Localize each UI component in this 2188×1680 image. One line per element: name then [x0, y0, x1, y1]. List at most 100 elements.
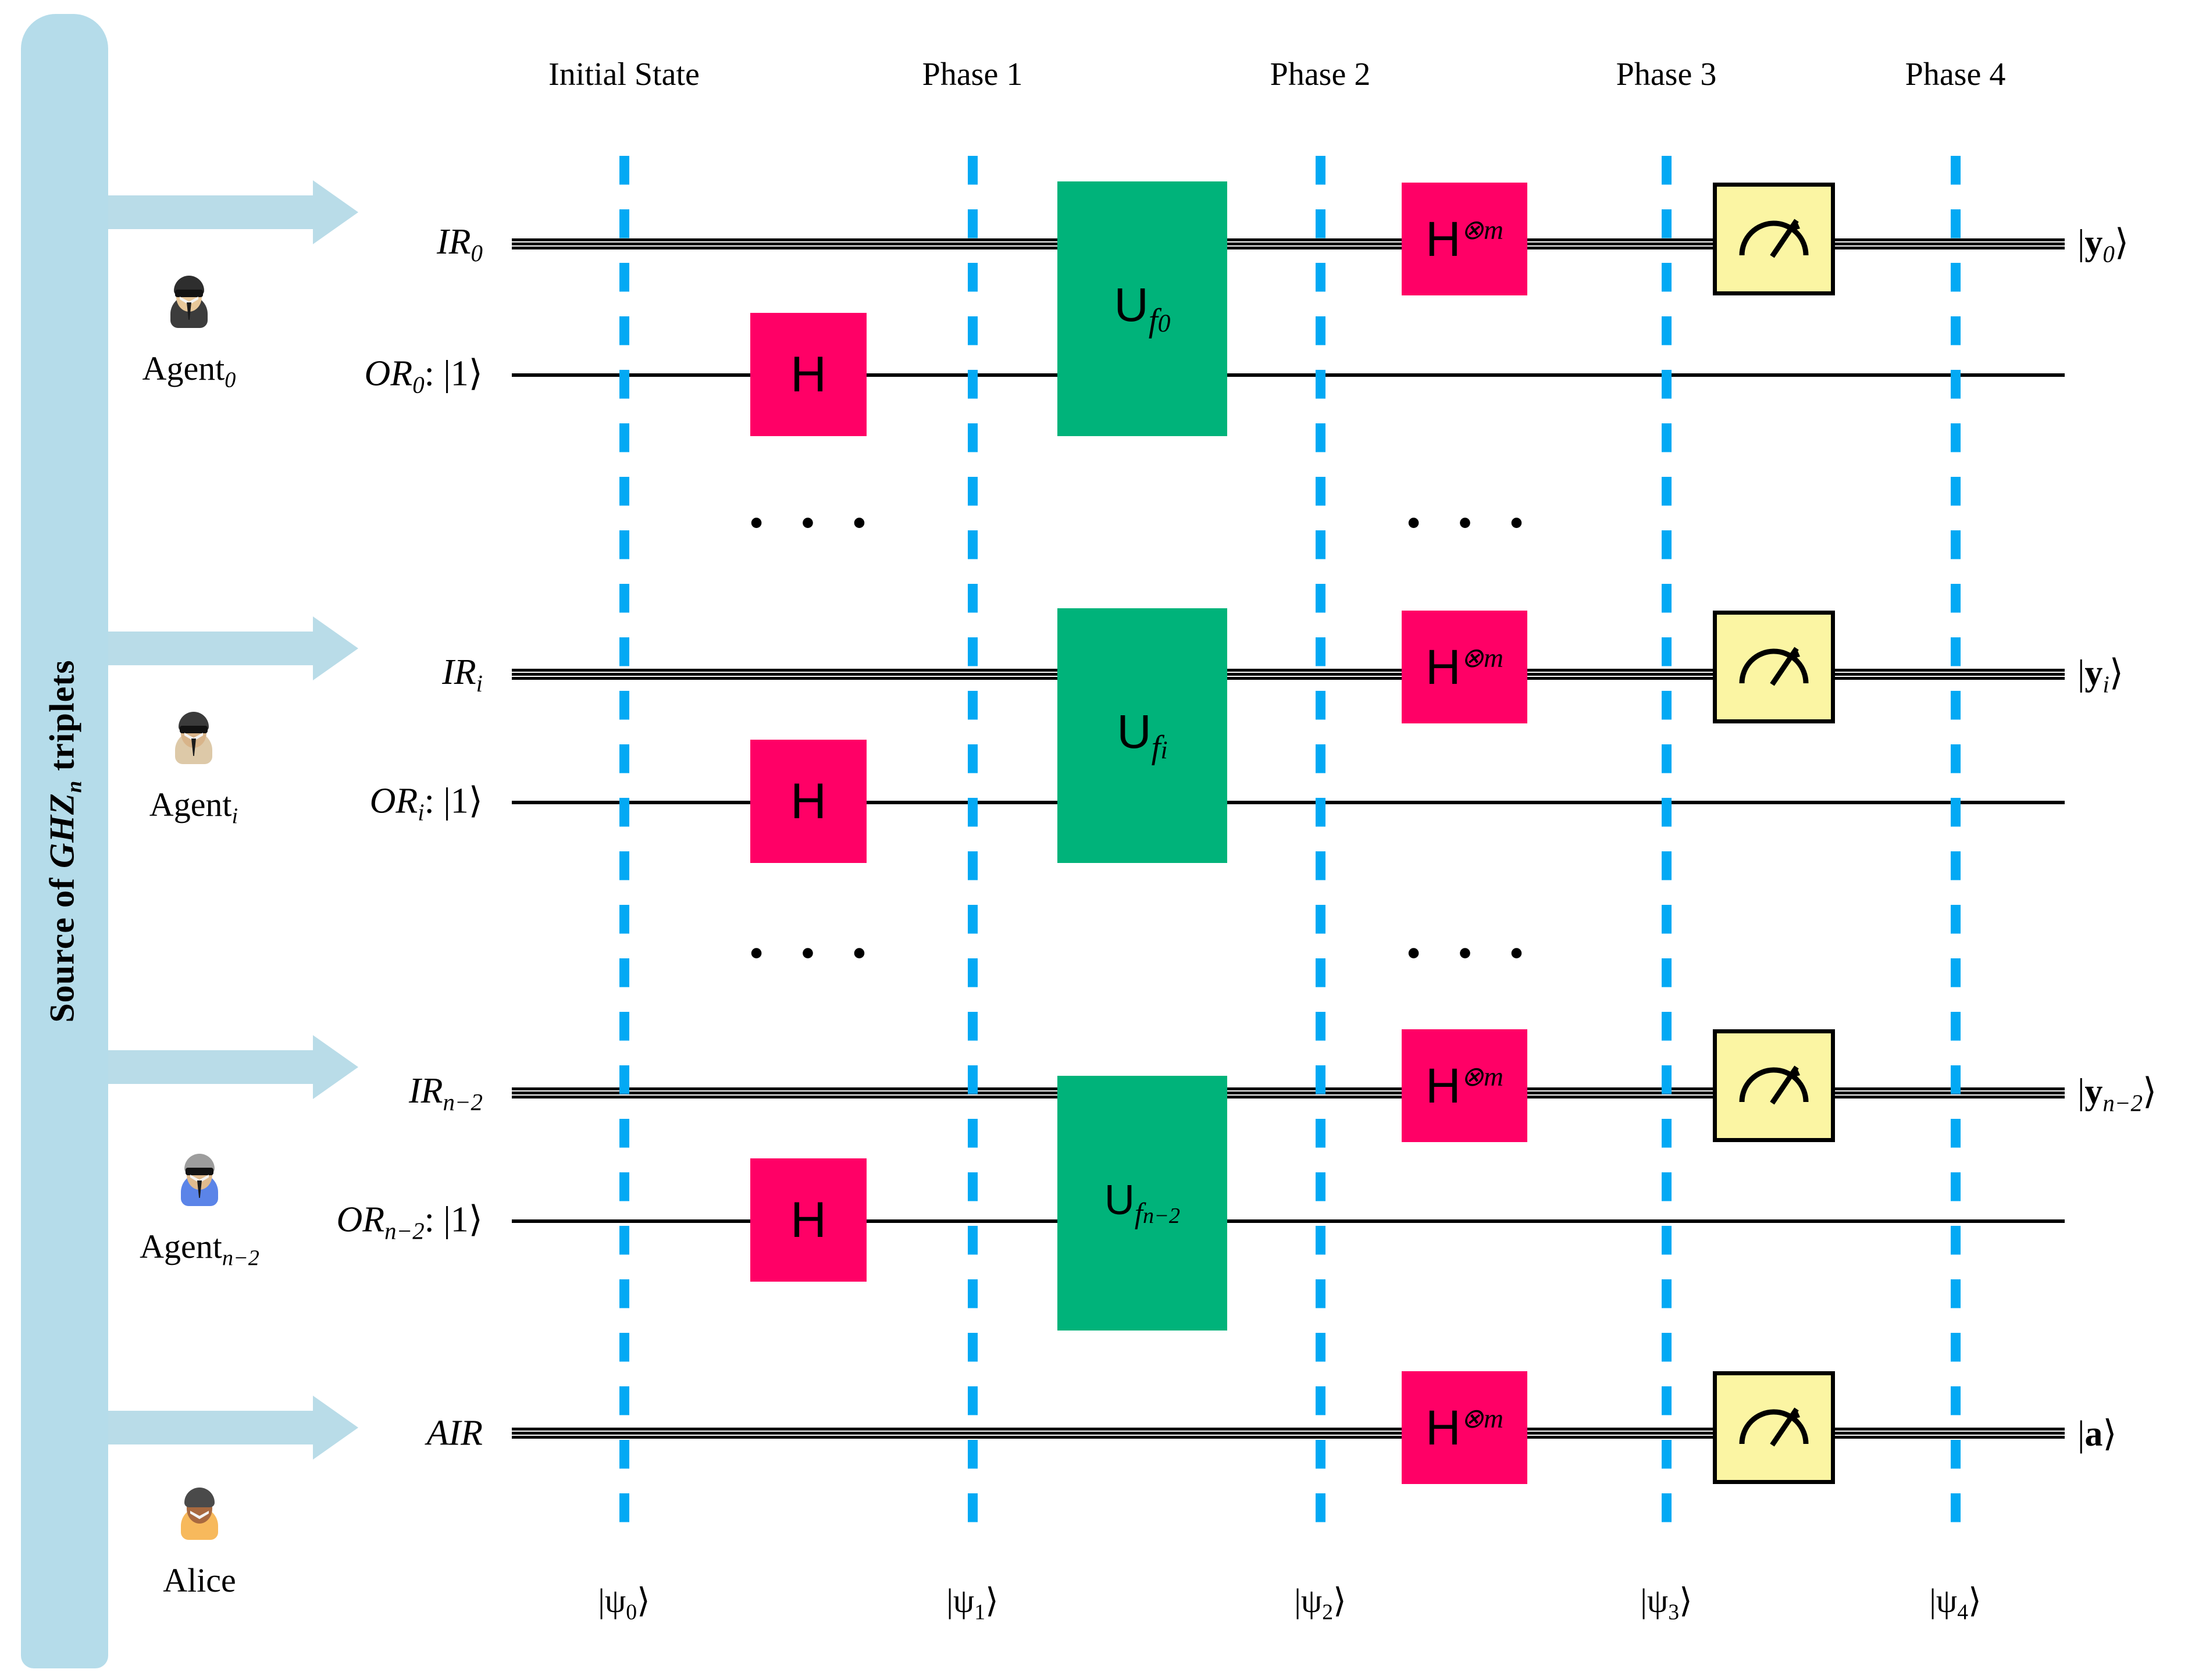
phase-separator-initial-state: [619, 156, 629, 1546]
wire-bundle-ir-0: [512, 238, 2065, 250]
phase-separator-phase-4: [1951, 156, 1961, 1546]
gate-label: H: [790, 1192, 827, 1248]
phase-title-phase-4: Phase 4: [1905, 56, 2006, 92]
register-name: OR: [364, 354, 413, 394]
gate-label: H⊗m: [1425, 639, 1504, 694]
register-name: OR: [336, 1200, 385, 1240]
avatar-agent-0: [164, 272, 214, 328]
phase-title-phase-2: Phase 2: [1270, 56, 1371, 92]
gate-measurement-air[interactable]: [1713, 1371, 1835, 1484]
ellipsis-right-lower: • • •: [1406, 929, 1537, 978]
register-value: |1⟩: [443, 1200, 483, 1240]
party-name-alice: Alice: [163, 1561, 236, 1600]
wire-bundle-ir-n-2: [512, 1087, 2065, 1099]
source-label-prefix: Source of: [42, 868, 81, 1023]
party-name-agent-i: Agenti: [149, 785, 238, 829]
ellipsis-left-lower: • • •: [749, 929, 880, 978]
register-name: IR: [437, 222, 471, 262]
wire-or-0: [512, 373, 2065, 377]
register-sub: i: [418, 799, 425, 826]
gate-label: H⊗m: [1425, 1058, 1504, 1113]
ellipsis-left-upper: • • •: [749, 499, 880, 547]
register-sub: n−2: [384, 1218, 425, 1244]
distribution-arrow-alice: [108, 1396, 358, 1460]
party-name-text: Agent: [140, 1228, 222, 1265]
party-name-agent-0: Agent0: [142, 349, 236, 393]
gate-oracle-uf0[interactable]: Uf0: [1057, 181, 1227, 436]
gate-label: Ufi: [1117, 705, 1168, 766]
state-label-psi-2: |ψ2⟩: [1294, 1582, 1346, 1625]
phase-separator-phase-2: [1316, 156, 1325, 1546]
gate-label: H⊗m: [1425, 1400, 1504, 1455]
gate-oracle-ufi[interactable]: Ufi: [1057, 608, 1227, 863]
register-name: IR: [408, 1071, 443, 1111]
meter-icon: [1739, 1065, 1809, 1105]
output-label-y-i: |yi⟩: [2077, 653, 2123, 698]
party-name-sub: n−2: [222, 1246, 259, 1271]
gate-hadamard-or-0[interactable]: H: [750, 313, 867, 436]
register-sub: 0: [412, 372, 425, 398]
gate-hadamard-tensor-ir-0[interactable]: H⊗m: [1402, 183, 1527, 295]
gate-hadamard-or-i[interactable]: H: [750, 740, 867, 863]
register-sub: n−2: [443, 1089, 483, 1116]
gate-measurement-ir-i[interactable]: [1713, 611, 1835, 723]
gate-label: H: [790, 773, 827, 829]
gate-measurement-ir-n-2[interactable]: [1713, 1029, 1835, 1142]
avatar-agent-i: [169, 708, 219, 764]
wire-or-i: [512, 801, 2065, 804]
register-sub: 0: [471, 240, 483, 267]
register-sub: i: [476, 670, 483, 697]
gate-hadamard-or-n-2[interactable]: H: [750, 1158, 867, 1282]
avatar-alice: [174, 1484, 224, 1540]
gate-hadamard-tensor-air[interactable]: H⊗m: [1402, 1371, 1527, 1484]
gate-oracle-ufn2[interactable]: Ufn−2: [1057, 1076, 1227, 1331]
source-label-italic: GHZ: [42, 793, 81, 869]
output-label-y-n-2: |yn−2⟩: [2077, 1072, 2157, 1117]
register-name: IR: [442, 652, 476, 692]
state-label-psi-1: |ψ1⟩: [946, 1582, 999, 1625]
ghz-source-bar: [21, 14, 108, 1668]
register-label-ir-i: IRi: [442, 652, 483, 697]
meter-icon: [1739, 219, 1809, 258]
source-label-sub: n: [62, 780, 87, 793]
register-label-air: AIR: [427, 1413, 483, 1454]
distribution-arrow-agentn2: [108, 1035, 358, 1099]
party-name-agent-n-2: Agentn−2: [140, 1227, 259, 1271]
gate-hadamard-tensor-ir-i[interactable]: H⊗m: [1402, 611, 1527, 723]
phase-title-initial-state: Initial State: [548, 56, 700, 92]
source-label-suffix: triplets: [42, 659, 81, 780]
party-name-text: Agent: [149, 786, 232, 823]
phase-separator-phase-3: [1662, 156, 1672, 1546]
register-name: OR: [369, 781, 418, 821]
gate-hadamard-tensor-ir-n-2[interactable]: H⊗m: [1402, 1029, 1527, 1142]
wire-bundle-ir-i: [512, 669, 2065, 680]
register-value: |1⟩: [443, 781, 483, 821]
gate-measurement-ir-0[interactable]: [1713, 183, 1835, 295]
phase-title-phase-1: Phase 1: [922, 56, 1023, 92]
register-value: |1⟩: [443, 354, 483, 394]
register-label-ir-0: IR0: [437, 222, 483, 267]
avatar-agent-n-2: [174, 1150, 224, 1206]
state-label-psi-3: |ψ3⟩: [1640, 1582, 1692, 1625]
output-label-y-0: |y0⟩: [2077, 223, 2129, 267]
register-name: AIR: [426, 1413, 483, 1453]
ellipsis-right-upper: • • •: [1406, 499, 1537, 547]
party-name-sub: 0: [224, 368, 236, 393]
phase-title-phase-3: Phase 3: [1616, 56, 1717, 92]
register-label-or-i: ORi: |1⟩: [369, 781, 483, 826]
state-label-psi-4: |ψ4⟩: [1929, 1582, 1982, 1625]
distribution-arrow-agenti: [108, 616, 358, 680]
register-label-or-n-2: ORn−2: |1⟩: [336, 1200, 483, 1244]
wire-bundle-air: [512, 1428, 2065, 1439]
party-name-sub: i: [231, 804, 238, 829]
party-name-text: Alice: [163, 1561, 236, 1599]
output-label-a: |a⟩: [2077, 1414, 2117, 1454]
meter-icon: [1739, 647, 1809, 686]
distribution-arrow-agent0: [108, 180, 358, 244]
gate-label: Uf0: [1114, 279, 1171, 339]
phase-separator-phase-1: [968, 156, 978, 1546]
wire-or-n-2: [512, 1219, 2065, 1223]
gate-label: H: [790, 346, 827, 402]
meter-icon: [1739, 1407, 1809, 1447]
